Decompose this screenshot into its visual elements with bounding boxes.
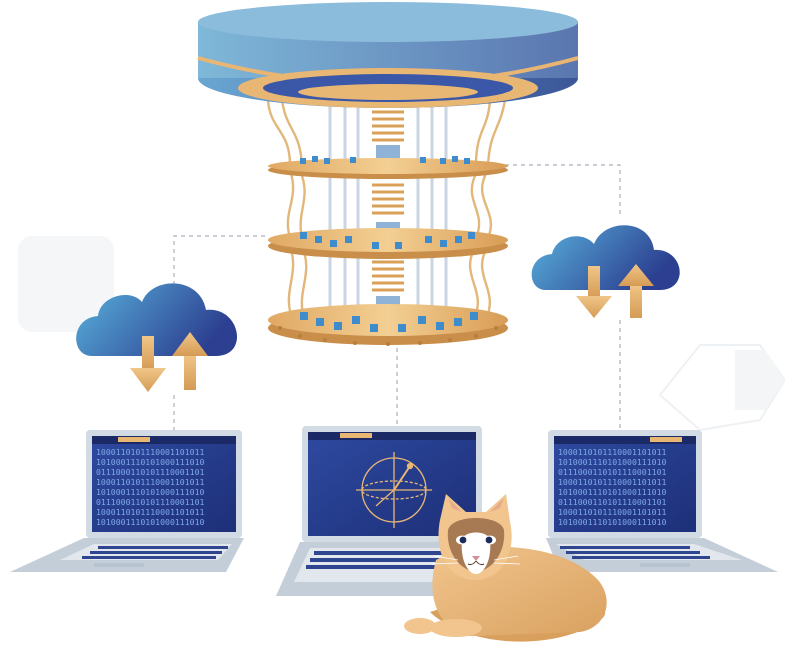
cloud-left: [76, 283, 238, 392]
screen-right-line-4: 1010001110101000111010: [558, 487, 667, 497]
screen-left-line-3: 1000110101110001101011: [96, 477, 205, 487]
quantum-computer: [197, 2, 579, 346]
support-rods: [328, 95, 448, 320]
screen-left-line-0: 1000110101110001101011: [96, 447, 205, 457]
screen-left-line-2: 0111000110101110001101: [96, 467, 205, 477]
screen-right-line-0: 1000110101110001101011: [558, 447, 667, 457]
screen-left-line-1: 1010001110101000111010: [96, 457, 205, 467]
bg-shape-left: [18, 236, 114, 332]
bg-shape-right-2: [735, 350, 785, 410]
screen-left-line-4: 1010001110101000111010: [96, 487, 205, 497]
cat: [404, 494, 607, 642]
screen-right-line-5: 0111000110101110001101: [558, 497, 667, 507]
screen-right-line-1: 1010001110101000111010: [558, 457, 667, 467]
bloch-sphere-icon: [356, 452, 432, 528]
keyboard-right: [560, 546, 710, 559]
connection-lines: [173, 164, 621, 432]
coil-springs: [372, 110, 404, 292]
screen-right-line-3: 1000110101110001101011: [558, 477, 667, 487]
screen-left-line-5: 0111000110101110001101: [96, 497, 205, 507]
screen-right-line-2: 0111000110101110001101: [558, 467, 667, 477]
upload-arrow-icon: [618, 264, 654, 318]
screen-right-line-6: 1000110101110001101011: [558, 507, 667, 517]
upload-arrow-icon: [172, 332, 208, 390]
plate-2: [268, 228, 508, 259]
laptop-left: 1000110101110001101011 10100011101010001…: [10, 430, 244, 572]
qubit-components: [300, 156, 478, 332]
plate-3: [268, 304, 508, 345]
plate-bolts: [278, 326, 498, 346]
keyboard-left: [82, 546, 228, 559]
laptop-right: 1000110101110001101011 10100011101010001…: [546, 430, 778, 572]
screen-left-line-7: 1010001110101000111010: [96, 517, 205, 527]
download-arrow-icon: [130, 336, 166, 392]
keyboard-middle: [306, 551, 482, 569]
screen-left-line-6: 1000110101110001101011: [96, 507, 205, 517]
cloud-right: [531, 225, 680, 318]
download-arrow-icon: [576, 266, 612, 318]
screen-right-line-7: 1010001110101000111010: [558, 517, 667, 527]
bg-shape-right: [658, 344, 785, 432]
